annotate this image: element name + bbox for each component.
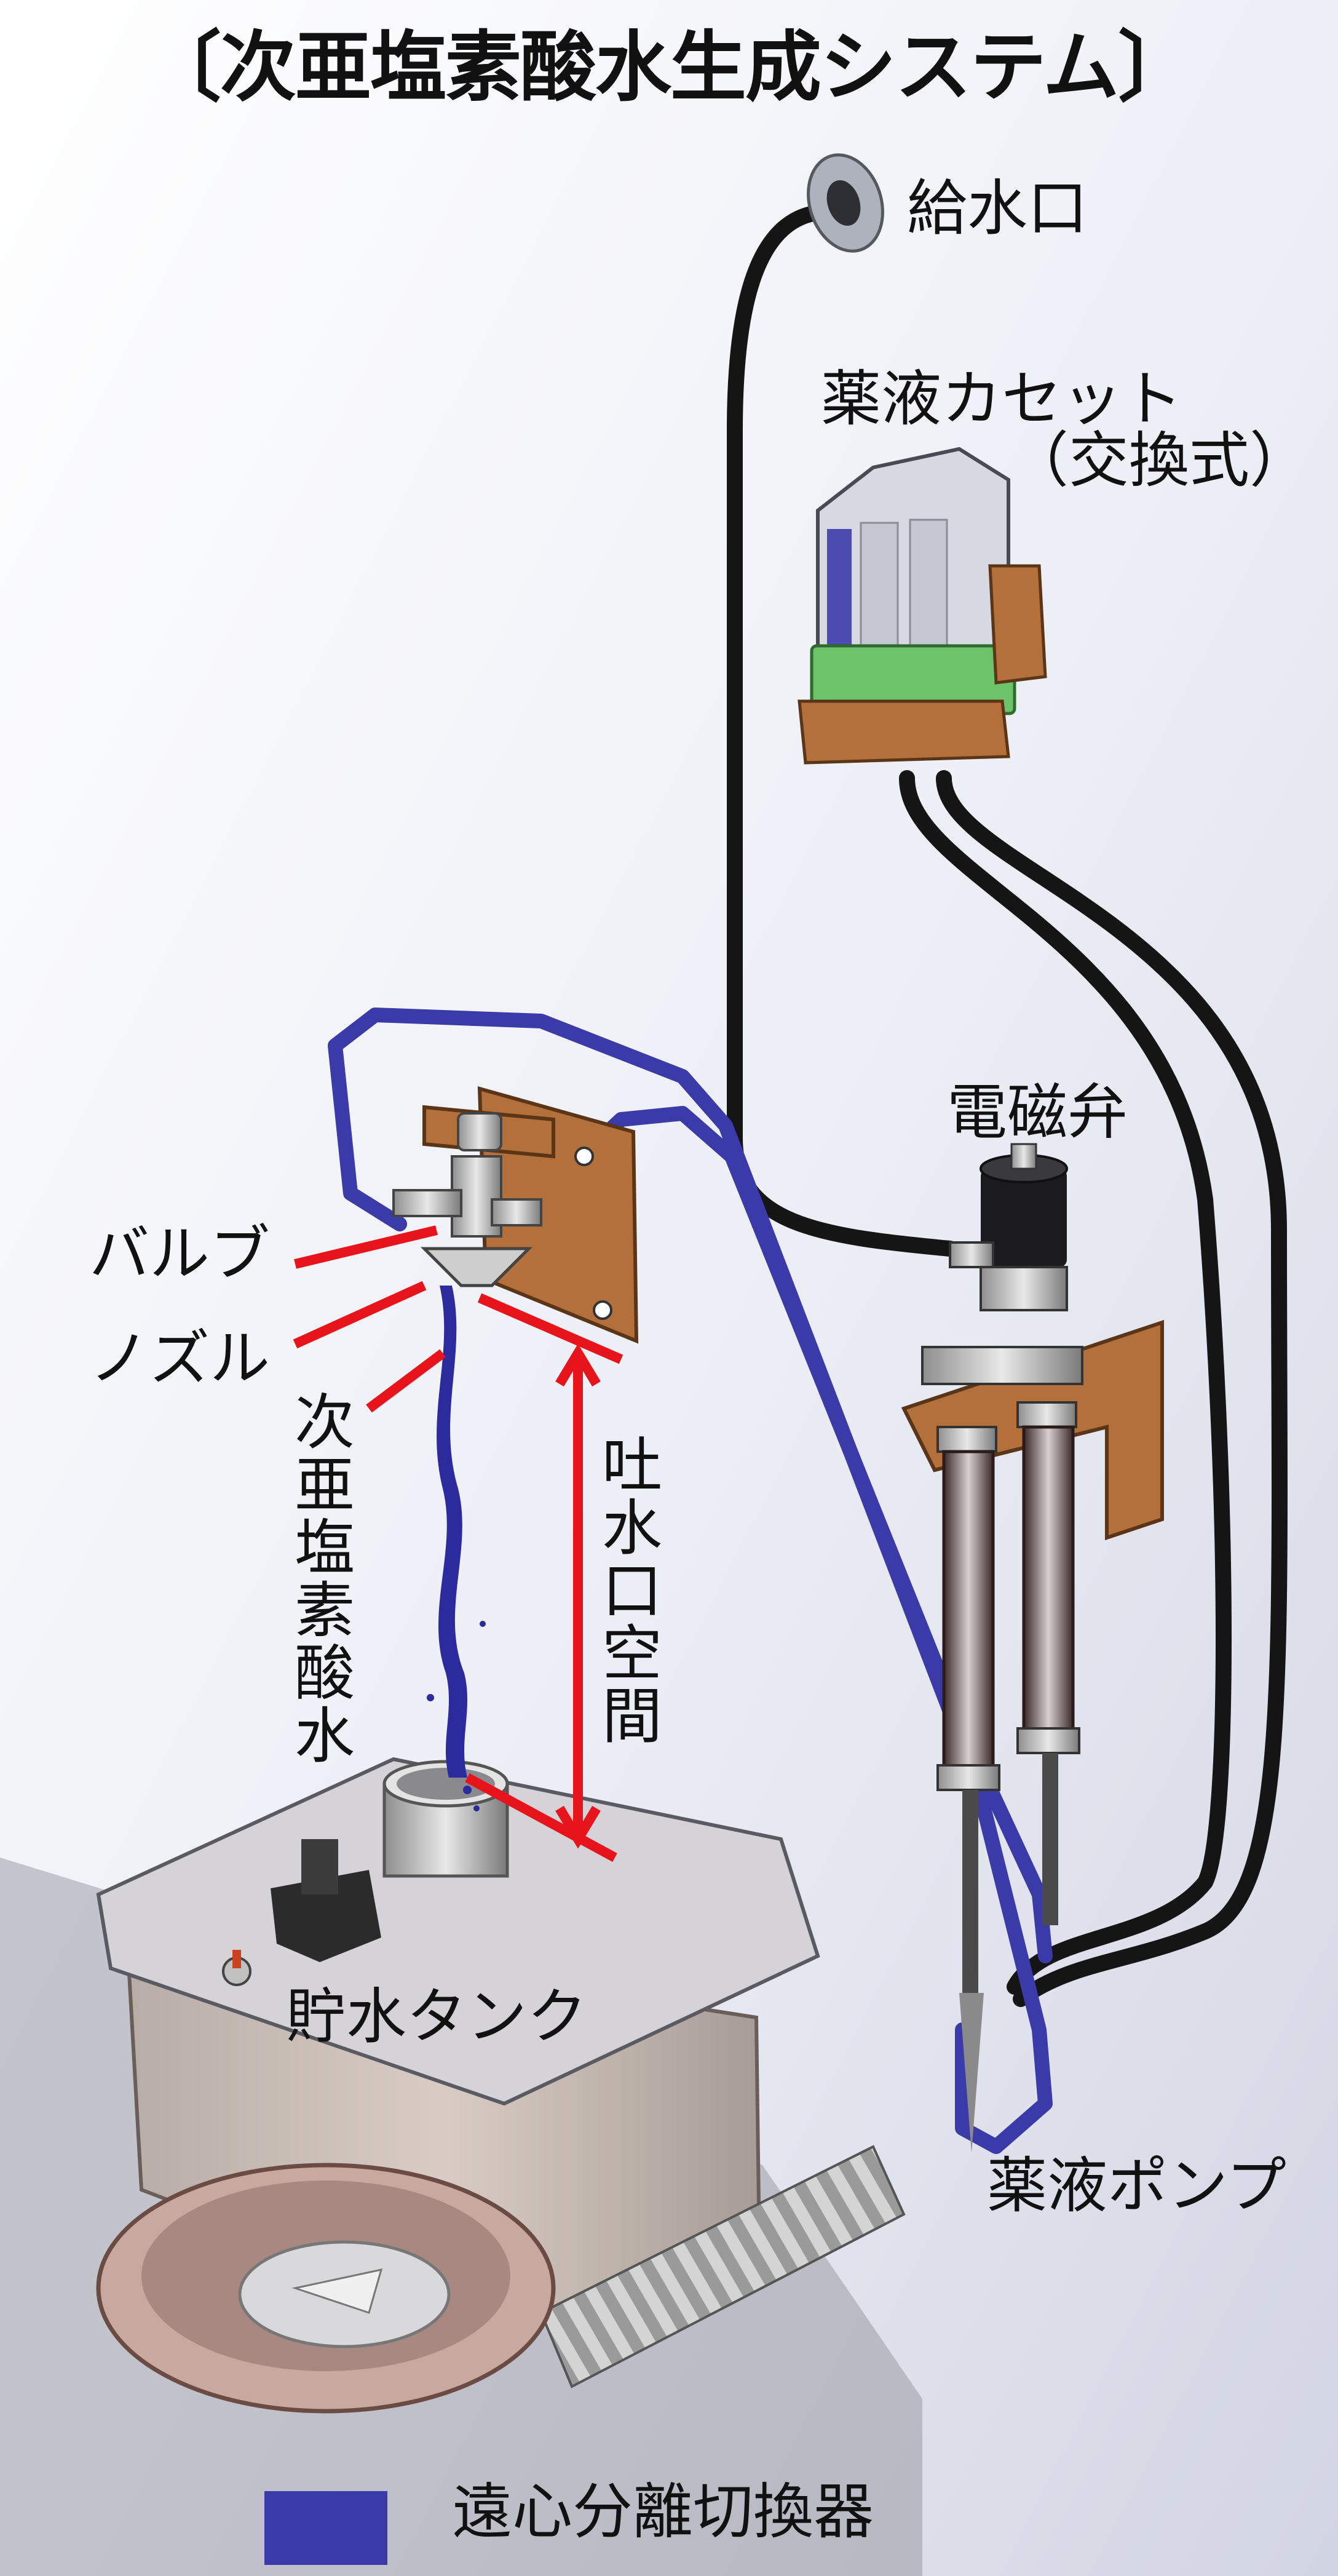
corrugated-hose [539,2145,906,2388]
water-inlet [807,153,884,253]
label-outlet-space: 吐水口空間 [592,1433,662,1747]
chemical-pump [901,1319,1164,2153]
label-cassette: 薬液カセット [821,364,1183,434]
blue-tubes [328,1008,1053,2154]
solenoid-valve [949,1143,1068,1311]
nozzle-assembly [392,1086,639,1344]
label-storage-tank: 貯水タンク [286,1982,588,2052]
page-title: 〔次亜塩素酸水生成システム〕 [144,23,1194,112]
label-valve: バルブ [89,1219,271,1289]
label-hypochlorous-water: 次亜塩素酸水 [284,1390,354,1767]
label-nozzle: ノズル [89,1324,271,1394]
annotation-lines [293,1225,623,1862]
label-chemical-pump: 薬液ポンプ [987,2151,1287,2221]
label-water-inlet: 給水口 [907,173,1088,244]
label-centrifugal-switch: 遠心分離切換器 [452,2477,874,2547]
centrifugal-switch [96,2163,556,2565]
chemical-cassette [798,447,1047,765]
label-solenoid-valve: 電磁弁 [947,1078,1128,1148]
water-stream [427,1286,486,1811]
label-cassette-replaceable: （交換式） [1008,426,1310,496]
